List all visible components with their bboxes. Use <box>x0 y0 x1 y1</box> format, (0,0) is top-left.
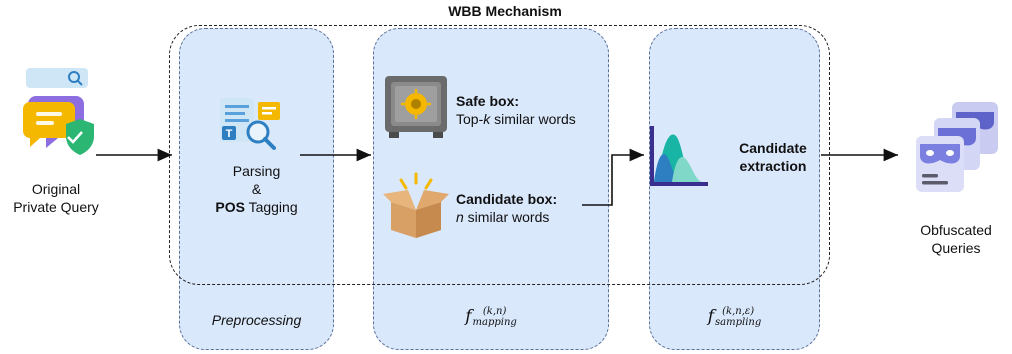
parsing-label: Parsing <box>232 163 281 179</box>
candidate-box-title: Candidate box: <box>456 191 558 207</box>
safe-icon <box>385 76 447 138</box>
mask-stack-front <box>916 136 964 192</box>
input-label-line2: Private Query <box>13 199 99 215</box>
svg-text:T: T <box>226 128 233 140</box>
mapping-function-label: f(k,n)mapping <box>465 306 517 328</box>
document-search-icon: T <box>220 98 280 150</box>
candidate-box-text: Candidate box: n similar words <box>456 190 606 226</box>
output-label-line1: Obfuscated <box>920 222 992 238</box>
sampling-panel <box>649 28 820 350</box>
sampling-text: Candidate extraction <box>723 139 823 175</box>
safe-box-title: Safe box: <box>456 93 520 109</box>
distribution-chart-icon <box>650 126 708 186</box>
preprocessing-stage-label: Preprocessing <box>211 312 302 328</box>
input-label: Original Private Query <box>0 180 112 216</box>
output-label: Obfuscated Queries <box>900 221 1012 257</box>
preprocessing-text: Parsing & POS Tagging <box>189 162 324 216</box>
private-query-icon <box>23 68 94 155</box>
open-box-icon <box>383 172 449 238</box>
obfuscated-queries-icon <box>916 102 998 192</box>
candidate-extraction-line1: Candidate <box>739 140 807 156</box>
sampling-function-label: f(k,n,ε)sampling <box>707 306 762 328</box>
candidate-extraction-line2: extraction <box>739 158 807 174</box>
safe-box-subtitle: Top-k similar words <box>456 111 576 127</box>
arrow-mapping-to-sampling <box>582 148 644 206</box>
mechanism-title: WBB Mechanism <box>448 3 562 19</box>
output-label-line2: Queries <box>931 240 981 256</box>
pos-tagging-label: POS Tagging <box>215 199 298 215</box>
preprocessing-panel <box>179 28 334 350</box>
candidate-box-subtitle: n similar words <box>456 209 550 225</box>
safe-box-text: Safe box: Top-k similar words <box>456 92 606 128</box>
input-label-line1: Original <box>31 181 81 197</box>
ampersand-label: & <box>251 181 262 197</box>
